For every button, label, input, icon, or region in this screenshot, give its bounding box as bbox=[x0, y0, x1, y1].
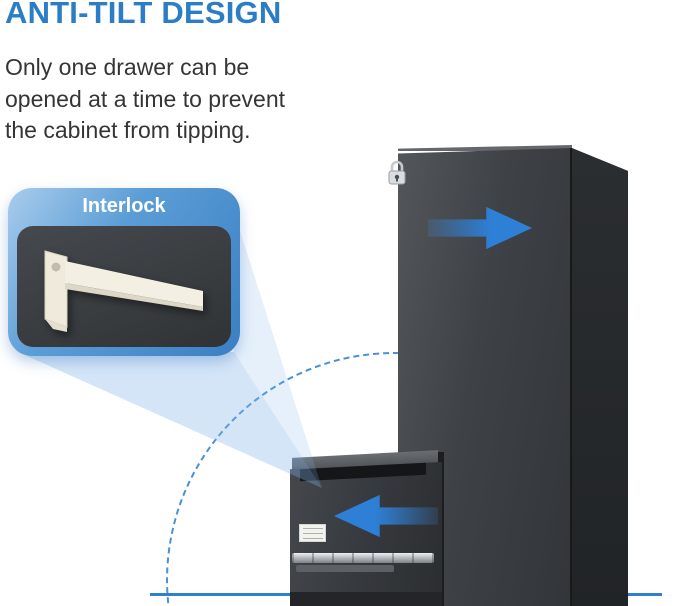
drawer-label-sticker bbox=[299, 524, 326, 542]
page-description: Only one drawer can be opened at a time … bbox=[5, 52, 345, 147]
cabinet-top-edge bbox=[398, 145, 572, 151]
interlock-part-image bbox=[44, 249, 203, 332]
cabinet-side-face bbox=[572, 148, 628, 606]
description-line-1: Only one drawer can be bbox=[5, 54, 250, 80]
page-title: ANTI-TILT DESIGN bbox=[5, 0, 282, 30]
interlock-label: Interlock bbox=[82, 195, 166, 217]
open-drawer bbox=[290, 450, 442, 606]
interlock-callout-card: Interlock bbox=[8, 188, 240, 356]
drawer-slide-rail bbox=[292, 553, 434, 563]
lock-icon bbox=[386, 159, 408, 192]
drawer-slide-rail-inner bbox=[296, 565, 394, 572]
drawer-bottom-edge bbox=[290, 592, 442, 606]
cabinet-corner-edge bbox=[570, 148, 572, 606]
interlock-photo-panel bbox=[17, 226, 231, 347]
description-line-3: the cabinet from tipping. bbox=[5, 117, 251, 144]
description-line-2: opened at a time to prevent bbox=[5, 85, 286, 112]
